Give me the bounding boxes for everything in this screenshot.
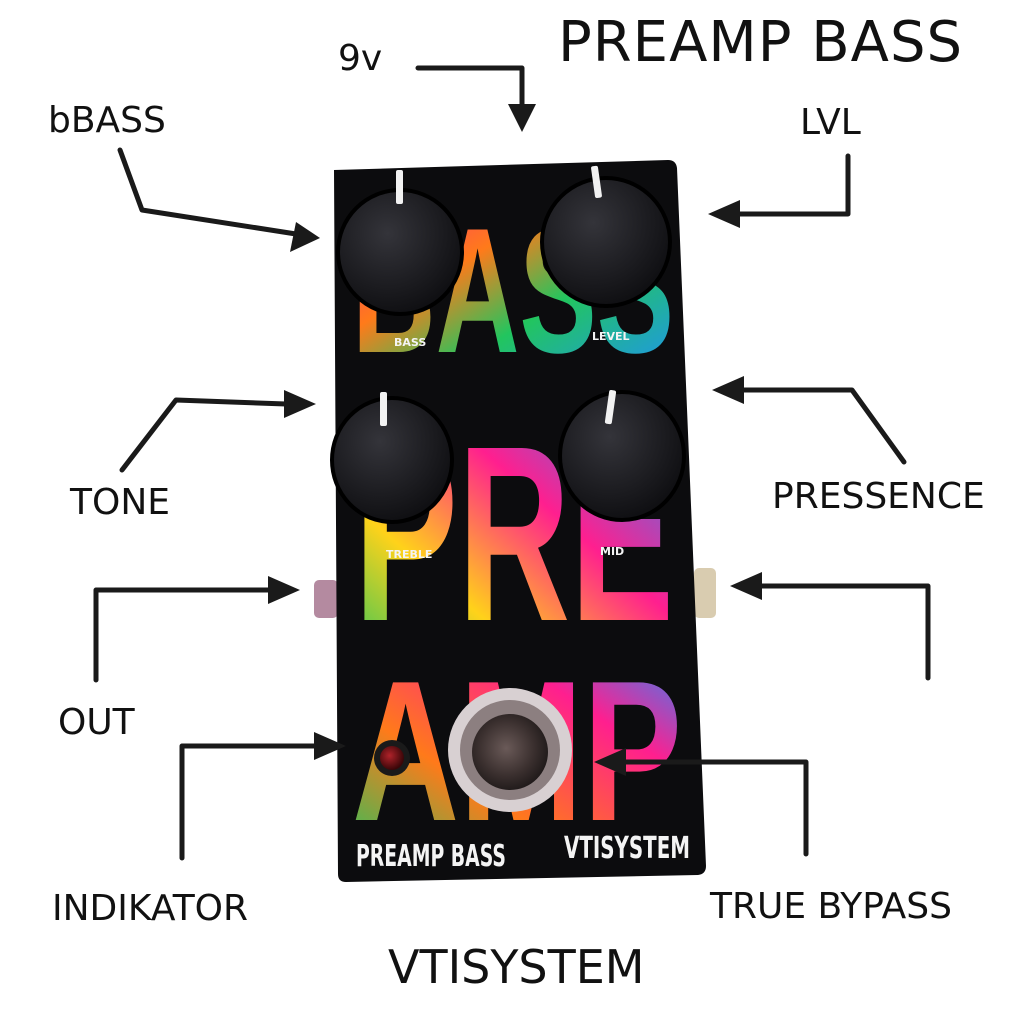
pedal-brand-left: PREAMP BASS [356, 839, 506, 874]
arrow-in [757, 583, 931, 681]
output-jack [314, 580, 338, 618]
arrow-indikator [179, 743, 319, 861]
pedal-enclosure [334, 160, 706, 882]
knob-indicator [591, 165, 602, 199]
arrow-out [93, 587, 273, 683]
arrowhead-out [268, 576, 300, 604]
arrow-tone [119, 397, 289, 473]
indicator-led [380, 746, 404, 770]
knob-level[interactable] [540, 165, 672, 308]
input-jack [694, 568, 716, 618]
knob-mid[interactable] [558, 390, 686, 522]
knob-bass[interactable] [336, 170, 464, 316]
footswitch[interactable] [448, 688, 572, 812]
knob-indicator [604, 390, 617, 425]
knob-treble[interactable] [330, 392, 454, 524]
callout-pressence: PRESSENCE [772, 476, 985, 517]
arrowhead-tone [284, 390, 316, 418]
callout-true-bypass: TRUE BYPASS [710, 886, 952, 927]
arrowhead-indikator [314, 732, 346, 760]
callout-out: OUT [58, 702, 135, 743]
knob-label-treble: TREBLE [386, 548, 432, 561]
arrow-pressence [741, 387, 907, 465]
callout-tone: TONE [70, 482, 171, 523]
callout-lvl: LVL [800, 102, 861, 143]
arrow-true-bypass [623, 759, 809, 857]
arrowhead-in [730, 572, 762, 600]
arrowhead-true-bypass [594, 748, 626, 776]
page-title: PREAMP BASS [558, 10, 964, 75]
knob-label-mid: MID [600, 545, 624, 558]
knob-label-bass: BASS [394, 336, 426, 349]
knob-label-level: LEVEL [592, 330, 630, 343]
arrowhead-lvl [708, 200, 740, 228]
footer-brand: VTISYSTEM [388, 940, 645, 994]
arrow-9v [415, 65, 525, 111]
callout-9v: 9v [338, 38, 383, 79]
knob-indicator [380, 392, 387, 426]
arrow-bbass [117, 147, 299, 237]
callout-bbass: bBASS [48, 100, 166, 141]
arrowhead-9v [508, 104, 536, 132]
callout-indikator: INDIKATOR [52, 888, 249, 929]
arrow-lvl [737, 153, 851, 217]
arrowhead-bbass [290, 222, 320, 252]
arrowhead-pressence [712, 376, 744, 404]
knob-indicator [396, 170, 403, 204]
pedal-brand-right: VTISYSTEM [564, 831, 690, 866]
